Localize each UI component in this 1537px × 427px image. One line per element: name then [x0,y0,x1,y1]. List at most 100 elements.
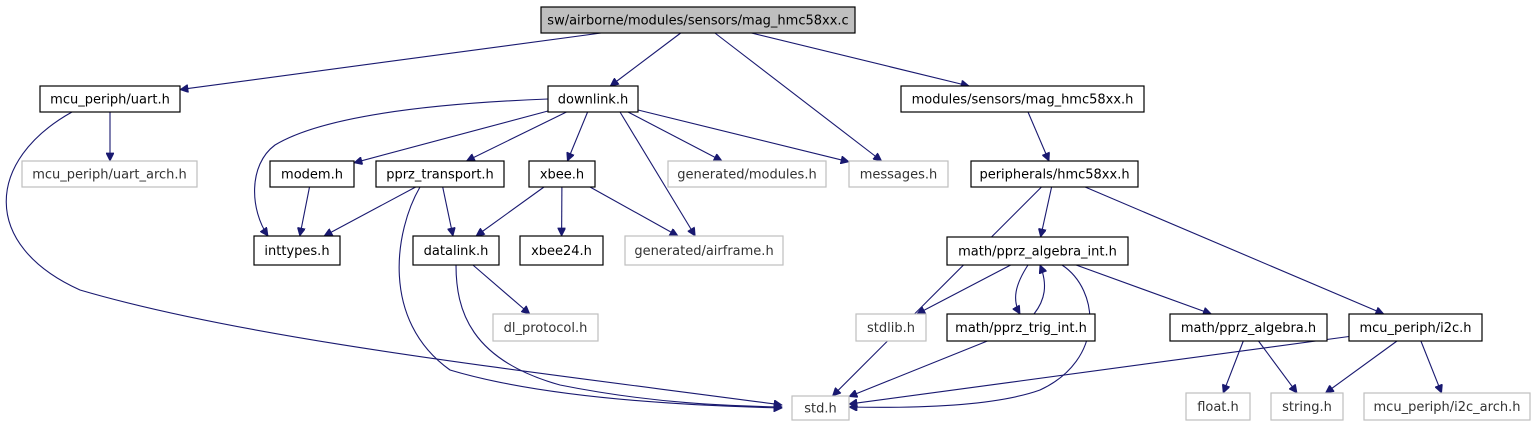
node-box [492,313,599,342]
edge-root-to-downlink [610,32,682,86]
edge-root-to-magh [751,32,969,86]
node-box [667,160,827,188]
node-uart[interactable]: mcu_periph/uart.h [39,85,181,113]
node-label: messages.h [860,168,938,183]
edges-layer [5,32,1442,408]
edge-hmc58xx-to-i2c [1084,186,1384,314]
node-label: mcu_periph/uart_arch.h [32,168,187,183]
node-magh[interactable]: modules/sensors/mag_hmc58xx.h [900,85,1145,113]
node-label: inttypes.h [264,244,329,259]
node-label: generated/modules.h [677,168,816,183]
node-stdlib: stdlib.h [855,313,927,342]
edge-hmc58xx-to-alg_int [1041,186,1053,237]
node-messages: messages.h [848,160,949,188]
node-box [519,235,604,266]
node-xbee24[interactable]: xbee24.h [519,235,604,266]
node-box [1348,313,1483,342]
node-string: string.h [1270,392,1344,421]
node-label: math/pprz_trig_int.h [955,321,1087,336]
node-label: downlink.h [558,93,628,108]
node-downlink[interactable]: downlink.h [547,85,639,113]
node-box [528,160,596,188]
node-box [39,85,181,113]
node-gen_modules: generated/modules.h [667,160,827,188]
node-box [970,160,1139,188]
node-label: pprz_transport.h [386,168,494,183]
edge-alg_int-to-trig_int [1016,264,1029,314]
node-box [946,313,1096,342]
node-std: std.h [791,395,850,421]
node-label: modules/sensors/mag_hmc58xx.h [912,93,1134,108]
node-box [1185,392,1251,421]
edge-root-to-uart [180,32,602,90]
node-box [253,235,341,266]
node-label: mcu_periph/i2c_arch.h [1374,400,1521,415]
node-box [848,160,949,188]
node-uart_arch: mcu_periph/uart_arch.h [21,160,198,188]
node-label: generated/airframe.h [634,244,773,259]
edge-algebra-to-string [1258,340,1298,393]
node-label: float.h [1197,400,1239,415]
node-box [1363,392,1531,421]
node-label: xbee24.h [531,244,592,259]
edge-xbee-to-datalink [476,186,545,236]
node-i2c_arch: mcu_periph/i2c_arch.h [1363,392,1531,421]
edge-alg_int-to-stdlib [917,264,1011,315]
node-box [900,85,1145,113]
edge-pprz_transport-to-inttypes [324,186,416,237]
node-i2c[interactable]: mcu_periph/i2c.h [1348,313,1483,342]
node-alg_int[interactable]: math/pprz_algebra_int.h [946,236,1129,266]
nodes-layer: sw/airborne/modules/sensors/mag_hmc58xx.… [21,6,1531,421]
edge-downlink-to-xbee [567,111,589,161]
edge-downlink-to-messages [637,109,849,162]
edge-downlink-to-gen_modules [627,111,722,162]
node-label: stdlib.h [867,321,915,336]
node-box [624,235,784,266]
edge-downlink-to-inttypes [254,98,549,236]
node-inttypes[interactable]: inttypes.h [253,235,341,266]
edge-trig_int-to-std [849,340,988,397]
node-box [1169,313,1328,342]
edge-i2c-to-i2c_arch [1420,340,1442,393]
node-box [855,313,927,342]
edge-root-to-messages [714,32,882,161]
node-datalink[interactable]: datalink.h [412,235,500,266]
node-dl_protocol: dl_protocol.h [492,313,599,342]
edge-magh-to-hmc58xx [1027,111,1049,161]
node-pprz_transport[interactable]: pprz_transport.h [375,160,505,188]
edge-alg_int-to-algebra [1075,264,1211,314]
node-label: mcu_periph/uart.h [50,93,170,108]
node-gen_airframe: generated/airframe.h [624,235,784,266]
node-modem[interactable]: modem.h [269,160,355,188]
edge-uart-to-std [5,111,782,405]
node-label: modem.h [281,168,343,183]
edge-hmc58xx-to-std [833,186,1042,396]
node-label: xbee.h [540,168,584,183]
node-box [269,160,355,188]
node-label: dl_protocol.h [504,321,588,336]
node-hmc58xx[interactable]: peripherals/hmc58xx.h [970,160,1139,188]
node-label: peripherals/hmc58xx.h [979,168,1129,183]
node-label: std.h [804,402,837,417]
edge-pprz_transport-to-datalink [442,186,453,236]
node-algebra[interactable]: math/pprz_algebra.h [1169,313,1328,342]
node-box [412,235,500,266]
node-root[interactable]: sw/airborne/modules/sensors/mag_hmc58xx.… [540,6,856,34]
node-label: sw/airborne/modules/sensors/mag_hmc58xx.… [547,14,848,29]
node-box [21,160,198,188]
edge-downlink-to-modem [354,110,549,163]
node-xbee[interactable]: xbee.h [528,160,596,188]
node-label: datalink.h [424,244,489,259]
node-box [791,395,850,421]
edge-downlink-to-gen_airframe [619,111,696,236]
edge-i2c-to-string [1326,340,1398,393]
node-trig_int[interactable]: math/pprz_trig_int.h [946,313,1096,342]
edge-trig_int-to-alg_int [1033,265,1045,315]
edge-algebra-to-float [1223,340,1244,393]
edge-datalink-to-std [455,264,782,407]
edge-pprz_transport-to-std [398,186,782,408]
node-box [540,6,856,34]
node-float: float.h [1185,392,1251,421]
node-label: math/pprz_algebra.h [1181,321,1316,336]
